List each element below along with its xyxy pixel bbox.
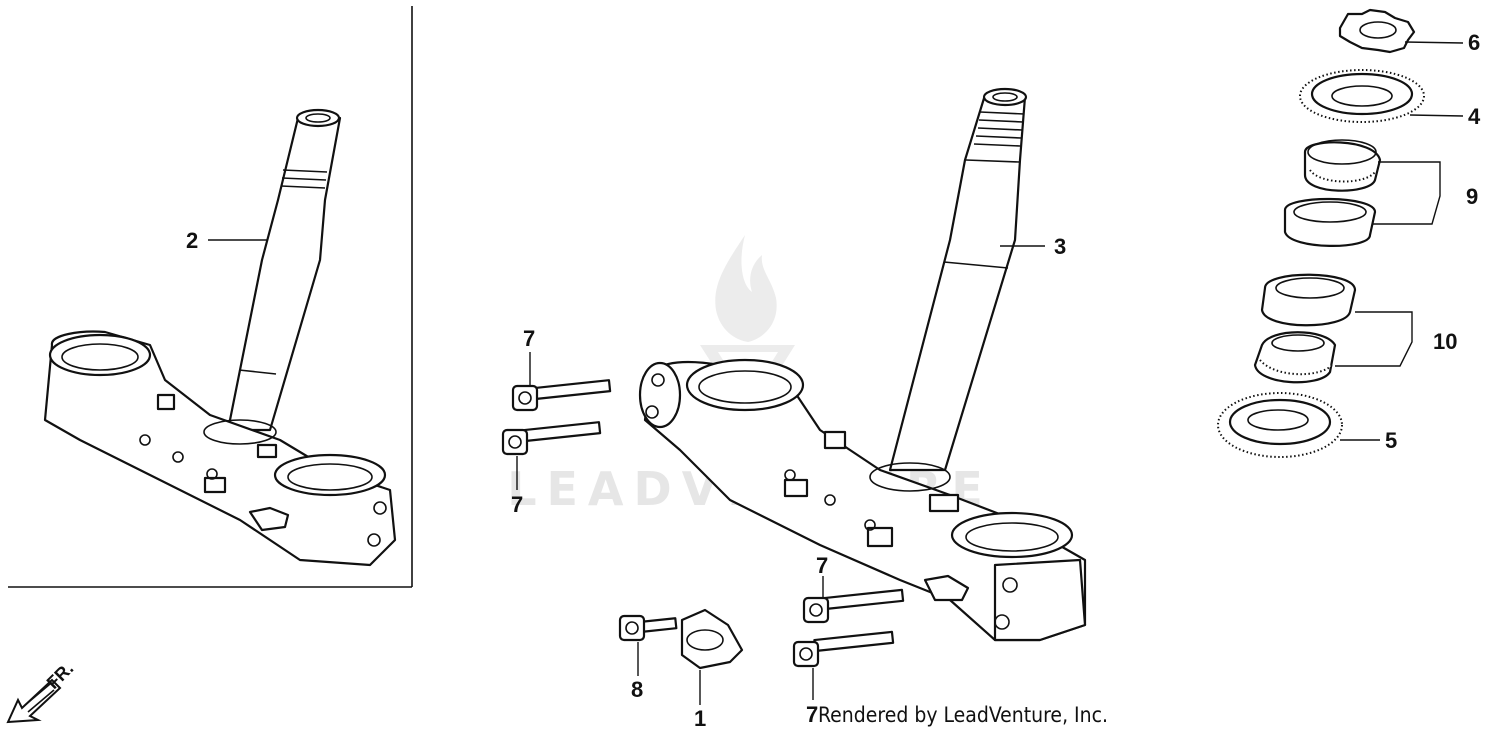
callout-3: 3	[1054, 234, 1066, 259]
leader-lines	[208, 41, 1464, 705]
callout-4: 4	[1468, 104, 1481, 129]
top-cone-race-part[interactable]	[1299, 69, 1425, 123]
callouts: 2 3 6 4 9 10 5 7 7 7 7 8 1	[186, 30, 1481, 731]
flange-bolt-part-c[interactable]	[802, 588, 905, 624]
bottom-cone-race-part[interactable]	[1217, 392, 1343, 458]
top-bearing-set-part[interactable]	[1283, 139, 1382, 247]
callout-8: 8	[631, 677, 643, 702]
stem-nut-part[interactable]	[1338, 8, 1416, 54]
callout-7-d: 7	[806, 702, 818, 727]
flange-bolt-part-d[interactable]	[792, 630, 895, 668]
steering-stem-part[interactable]	[638, 87, 1087, 642]
flame-logo-icon	[715, 235, 777, 342]
flange-bolt-part-a[interactable]	[511, 379, 612, 412]
callout-6: 6	[1468, 30, 1480, 55]
callout-5: 5	[1385, 428, 1397, 453]
callout-1: 1	[694, 706, 706, 731]
bottom-bearing-set-part[interactable]	[1253, 273, 1357, 384]
callout-10: 10	[1433, 329, 1457, 354]
render-credit: Rendered by LeadVenture, Inc.	[818, 703, 1108, 727]
steering-stem-alt-part[interactable]	[43, 108, 397, 567]
flange-bolt-part-b[interactable]	[501, 421, 602, 456]
callout-7-c: 7	[816, 553, 828, 578]
front-direction-marker: FR.	[6, 658, 77, 724]
clamp-bolt-part[interactable]	[618, 614, 678, 642]
front-arrow-icon	[6, 678, 62, 724]
cable-clamp-part[interactable]	[680, 608, 744, 670]
callout-2: 2	[186, 228, 198, 253]
callout-9: 9	[1466, 184, 1478, 209]
callout-7-b: 7	[511, 492, 523, 517]
inset-frame	[8, 6, 413, 588]
callout-7-a: 7	[523, 326, 535, 351]
